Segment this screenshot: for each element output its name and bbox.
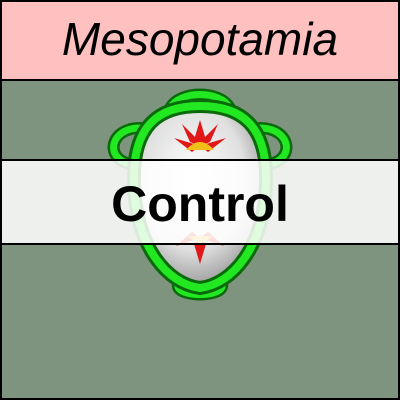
card-label: Control xyxy=(111,176,289,232)
card-title: Mesopotamia xyxy=(61,12,339,65)
title-bar: Mesopotamia xyxy=(2,2,398,81)
label-band: Control xyxy=(2,159,398,245)
